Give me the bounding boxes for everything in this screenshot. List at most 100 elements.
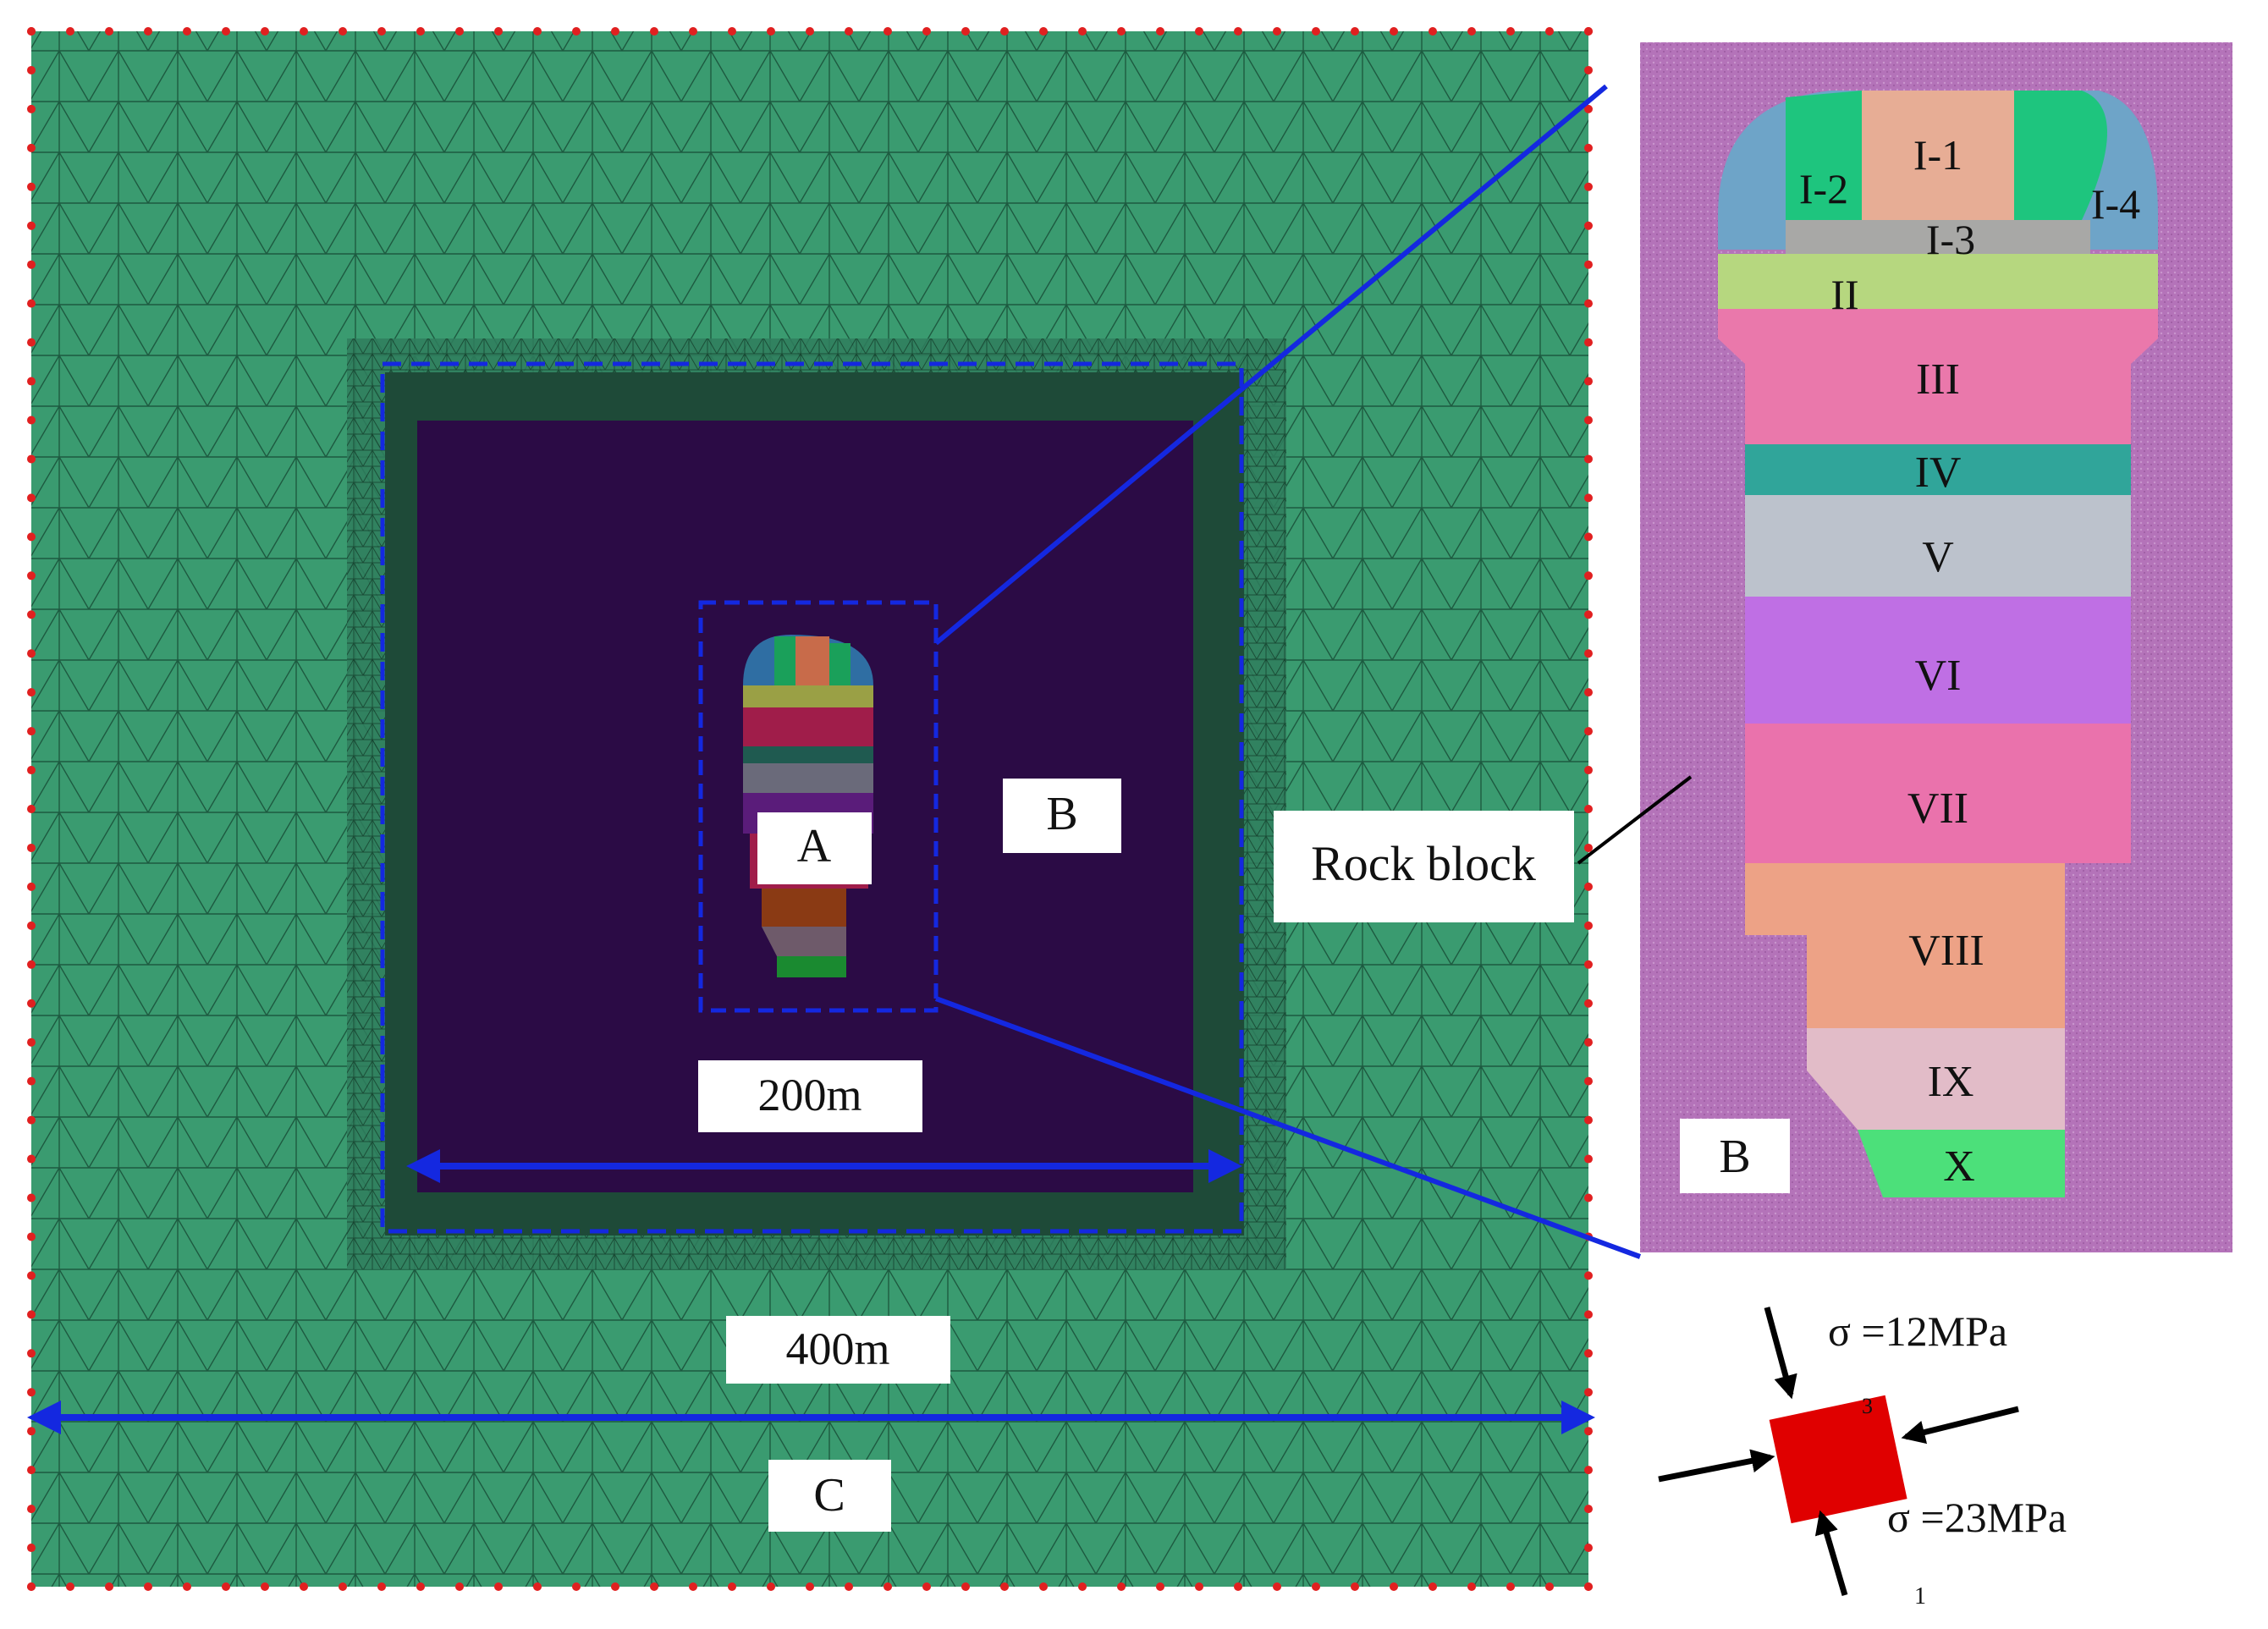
- boundary-node: [27, 1388, 36, 1397]
- boundary-node: [1584, 1388, 1593, 1397]
- layer-VII: [1745, 724, 2131, 863]
- boundary-node: [27, 493, 36, 503]
- layer-I-4: [2014, 91, 2107, 220]
- boundary-node: [1545, 1582, 1554, 1591]
- boundary-node: [1584, 766, 1593, 775]
- boundary-node: [1584, 65, 1593, 74]
- boundary-node: [27, 1427, 36, 1436]
- boundary-node: [339, 27, 347, 36]
- boundary-node: [27, 688, 36, 697]
- boundary-node: [1584, 1582, 1593, 1591]
- boundary-node: [27, 960, 36, 969]
- layer-label-I-4: I-4: [2091, 180, 2140, 228]
- boundary-node: [922, 1582, 931, 1591]
- boundary-node: [1584, 493, 1593, 503]
- boundary-node: [1195, 1582, 1203, 1591]
- boundary-node: [1000, 1582, 1009, 1591]
- boundary-node: [728, 27, 736, 36]
- boundary-node: [806, 27, 814, 36]
- boundary-node: [845, 27, 853, 36]
- sigma1-arrow-right: [1901, 1406, 2019, 1445]
- boundary-node: [183, 1582, 191, 1591]
- boundary-nodes: [27, 27, 1593, 1591]
- boundary-node: [1584, 960, 1593, 969]
- layer-label-IV: IV: [1915, 449, 1962, 497]
- boundary-node: [27, 1193, 36, 1202]
- layer-II: [1718, 254, 2158, 309]
- boundary-node: [27, 1232, 36, 1241]
- boundary-node: [1584, 1076, 1593, 1086]
- layer-label-X: X: [1943, 1142, 1975, 1191]
- boundary-node: [1584, 727, 1593, 736]
- boundary-node: [1584, 649, 1593, 658]
- layer-label-VIII: VIII: [1908, 927, 1984, 975]
- boundary-node: [1584, 104, 1593, 113]
- boundary-node: [806, 1582, 814, 1591]
- boundary-node: [27, 1154, 36, 1164]
- boundary-node: [1234, 27, 1242, 36]
- boundary-node: [1078, 1582, 1087, 1591]
- svg-text:B: B: [1719, 1131, 1750, 1183]
- zoom-line-top: [934, 84, 1608, 646]
- boundary-node: [339, 1582, 347, 1591]
- boundary-node: [689, 27, 697, 36]
- boundary-node: [27, 1271, 36, 1280]
- boundary-node: [1117, 27, 1126, 36]
- boundary-node: [1351, 1582, 1359, 1591]
- svg-text:Rock block: Rock block: [1311, 836, 1536, 891]
- boundary-node: [27, 843, 36, 852]
- boundary-node: [767, 27, 775, 36]
- layer-label-I-1: I-1: [1913, 131, 1962, 179]
- boundary-node: [27, 1076, 36, 1086]
- boundary-node: [884, 1582, 892, 1591]
- axis-3-label: 3: [1862, 1394, 1873, 1418]
- boundary-node: [27, 532, 36, 542]
- boundary-node: [300, 1582, 308, 1591]
- boundary-node: [1000, 27, 1009, 36]
- boundary-node: [1039, 27, 1048, 36]
- boundary-node: [1078, 27, 1087, 36]
- boundary-node: [1467, 27, 1476, 36]
- boundary-node: [1584, 143, 1593, 152]
- boundary-node: [27, 1544, 36, 1553]
- layer-label-III: III: [1916, 355, 1960, 404]
- boundary-node: [27, 1349, 36, 1358]
- boundary-node: [144, 1582, 152, 1591]
- layer-VI: [1745, 597, 2131, 724]
- boundary-node: [377, 27, 386, 36]
- boundary-node: [1584, 921, 1593, 930]
- boundary-node: [27, 143, 36, 152]
- sigma1-label: σ =23MPa: [1887, 1494, 2067, 1541]
- boundary-node: [1584, 377, 1593, 386]
- layer-label-VII: VII: [1907, 784, 1968, 833]
- boundary-node: [611, 27, 619, 36]
- boundary-node: [27, 182, 36, 191]
- boundary-node: [1390, 27, 1398, 36]
- boundary-node: [1584, 1193, 1593, 1202]
- boundary-node: [222, 27, 230, 36]
- boundary-node: [961, 1582, 970, 1591]
- boundary-node: [1584, 1037, 1593, 1047]
- boundary-node: [261, 1582, 269, 1591]
- boundary-node: [27, 299, 36, 308]
- boundary-node: [1039, 1582, 1048, 1591]
- boundary-node: [377, 1582, 386, 1591]
- boundary-node: [533, 1582, 542, 1591]
- boundary-node: [1584, 221, 1593, 230]
- boundary-node: [922, 27, 931, 36]
- boundary-node: [27, 882, 36, 891]
- layer-label-IX: IX: [1928, 1058, 1974, 1106]
- boundary-node: [494, 1582, 503, 1591]
- stress-element: 3 1 σ =12MPa σ =23MPa: [1658, 1307, 2067, 1610]
- boundary-node: [27, 1466, 36, 1475]
- boundary-node: [1584, 1505, 1593, 1514]
- boundary-node: [884, 27, 892, 36]
- boundary-node: [105, 27, 113, 36]
- boundary-node: [66, 27, 74, 36]
- boundary-node: [27, 1582, 36, 1591]
- boundary-node: [1273, 1582, 1281, 1591]
- boundary-node: [416, 27, 425, 36]
- boundary-node: [27, 610, 36, 619]
- layer-I-3: [1786, 220, 2090, 254]
